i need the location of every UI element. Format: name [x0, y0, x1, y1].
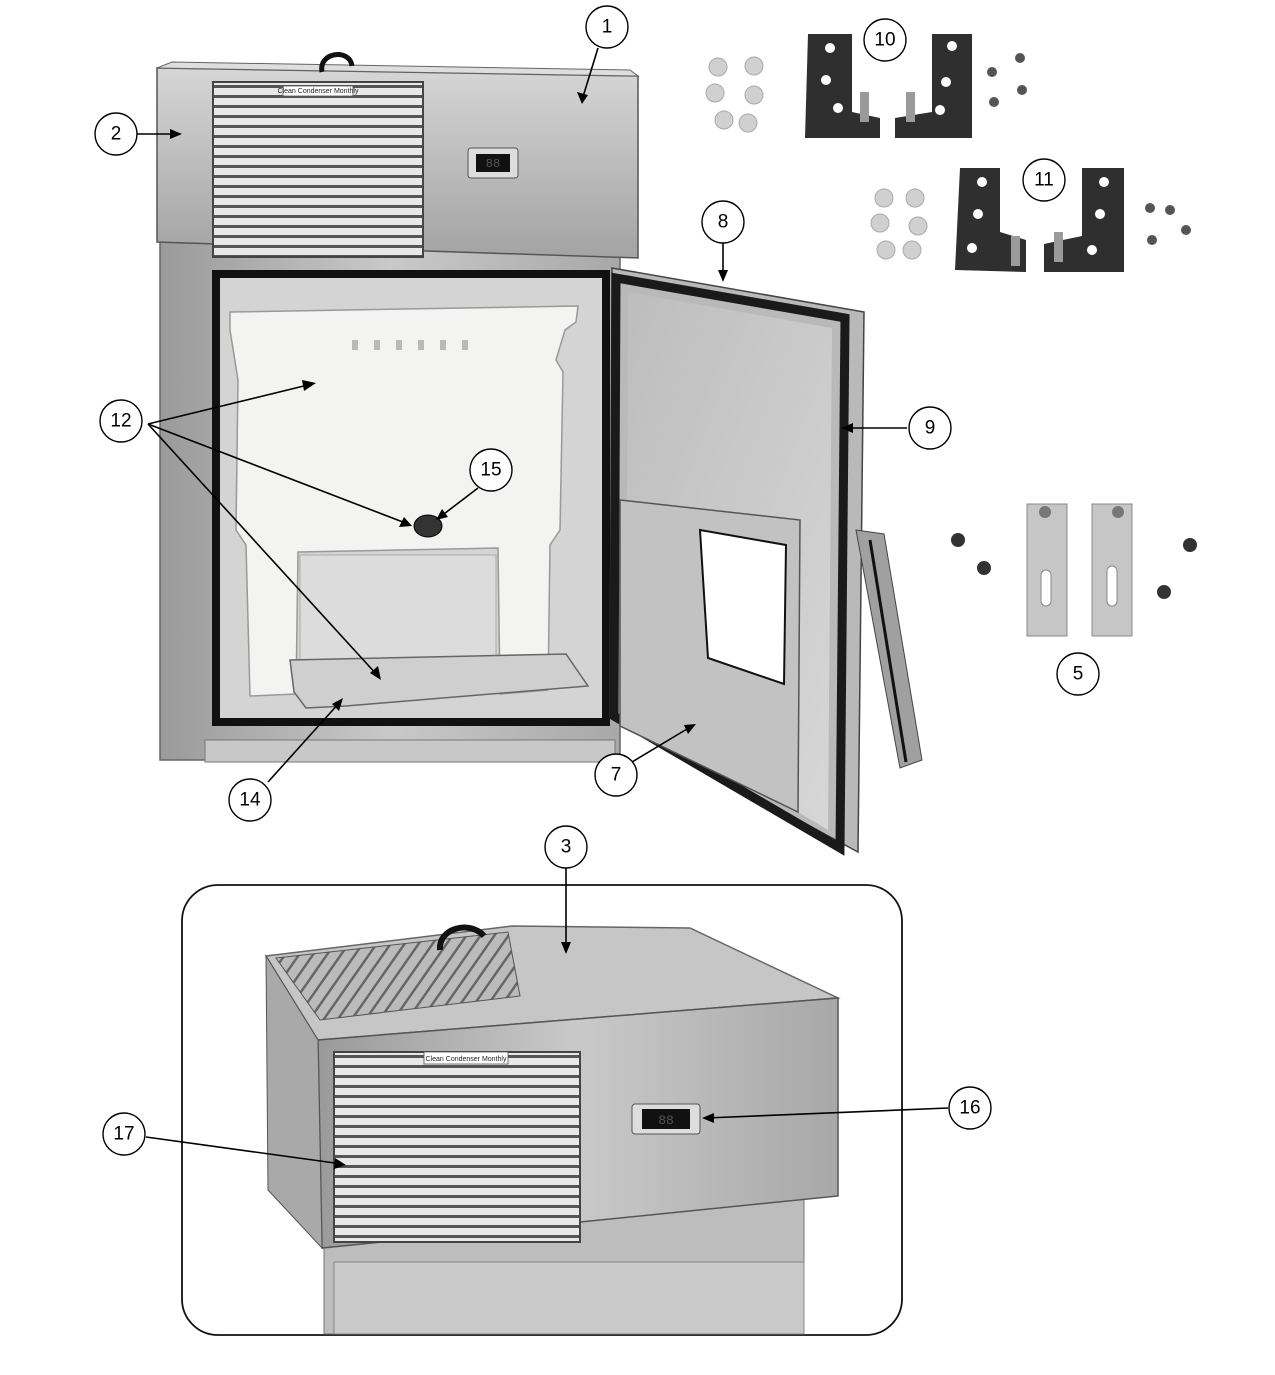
milk-case-opening	[299, 554, 497, 671]
callout-8: 8	[701, 200, 745, 244]
hinge-bracket-right	[1044, 168, 1124, 272]
hinge-bracket-left	[805, 34, 880, 138]
screws	[987, 53, 1027, 107]
callout-3: 3	[544, 825, 588, 869]
refrigeration-module-inset: Clean Condenser Monthly 88	[264, 924, 841, 1335]
power-cord	[437, 924, 487, 951]
hinge-kit-11	[870, 168, 1191, 272]
svg-text:14: 14	[239, 790, 261, 811]
temperature-controller-value: 88	[658, 1113, 674, 1128]
svg-text:7: 7	[611, 765, 622, 786]
svg-text:1: 1	[602, 17, 613, 38]
power-cord	[319, 52, 355, 73]
svg-text:9: 9	[925, 418, 936, 439]
callout-9: 9	[908, 406, 952, 450]
callout-12: 12	[99, 399, 143, 443]
callout-16: 16	[948, 1086, 992, 1130]
leader-lines	[137, 47, 949, 1169]
svg-text:3: 3	[561, 837, 572, 858]
svg-text:17: 17	[113, 1124, 134, 1145]
callout-7: 7	[594, 753, 638, 797]
condenser-sticker-text: Clean Condenser Monthly	[278, 88, 359, 95]
condenser-grille	[212, 81, 424, 258]
hinge-kit-5	[951, 503, 1197, 637]
temperature-display-value: 88	[486, 157, 500, 171]
svg-text:12: 12	[110, 411, 131, 432]
module-left-side	[265, 954, 323, 1250]
svg-text:10: 10	[874, 30, 895, 51]
callout-14: 14	[228, 778, 272, 822]
svg-text:11: 11	[1034, 170, 1054, 191]
hinge-kit-10	[705, 34, 1027, 138]
hinge-bracket-right	[895, 34, 972, 138]
dispensing-valve	[413, 514, 443, 538]
callout-2: 2	[94, 112, 138, 156]
milk-case-slots	[352, 340, 468, 350]
callout-5: 5	[1056, 652, 1100, 696]
top-grille	[275, 931, 521, 1021]
milk-dispenser-unit: Clean Condenser Monthly 88	[156, 52, 923, 856]
drip-tray	[289, 653, 590, 709]
top-module-lid	[156, 61, 640, 77]
bolts	[951, 533, 1197, 599]
svg-text:2: 2	[111, 124, 122, 145]
svg-text:16: 16	[959, 1098, 980, 1119]
door-window	[698, 528, 788, 686]
washers	[705, 56, 764, 133]
callout-10: 10	[863, 18, 907, 62]
callout-17: 17	[102, 1112, 146, 1156]
callout-15: 15	[469, 448, 513, 492]
svg-text:15: 15	[480, 460, 501, 481]
svg-text:8: 8	[718, 212, 729, 233]
callout-1: 1	[585, 5, 629, 49]
callout-11: 11	[1022, 158, 1066, 202]
washers	[870, 188, 928, 260]
svg-text:5: 5	[1073, 664, 1084, 685]
condenser-filter-grille	[333, 1051, 581, 1243]
screws	[1145, 203, 1191, 245]
hinge-plate-left	[1026, 503, 1068, 637]
condenser-sticker-text: Clean Condenser Monthly	[426, 1056, 507, 1063]
door-gasket	[609, 272, 850, 856]
cabinet-base-trim	[204, 739, 616, 763]
